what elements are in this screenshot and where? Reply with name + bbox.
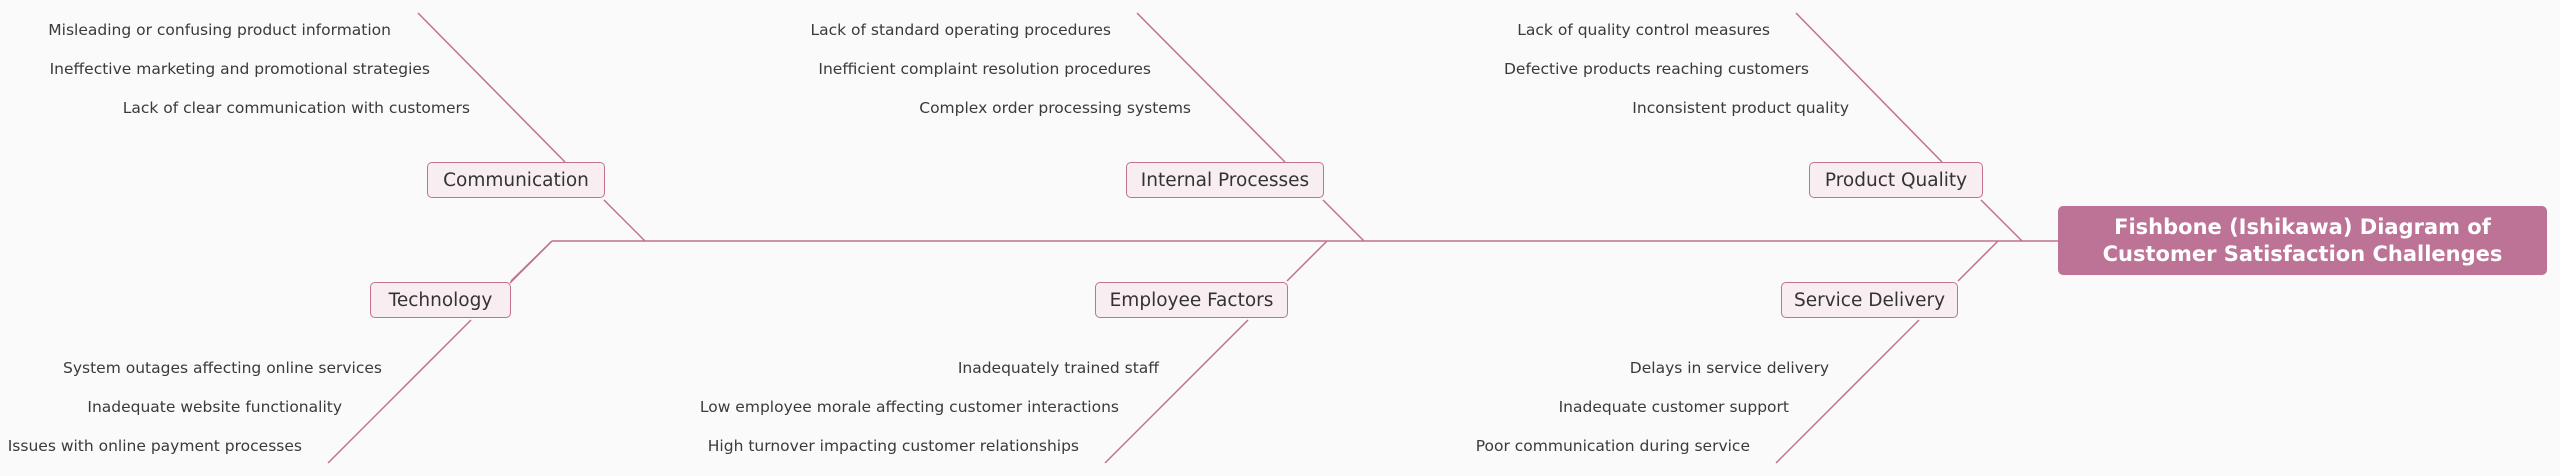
cause-technology-1: System outages affecting online services bbox=[63, 359, 382, 377]
bone-product-quality-upper bbox=[1795, 12, 1943, 163]
bone-employee-factors-lower bbox=[1104, 319, 1249, 464]
cause-communication-3: Lack of clear communication with custome… bbox=[122, 99, 470, 117]
cause-service-delivery-1: Delays in service delivery bbox=[1629, 359, 1829, 377]
cause-product-quality-1: Lack of quality control measures bbox=[1517, 21, 1770, 39]
cause-product-quality-3: Inconsistent product quality bbox=[1632, 99, 1849, 117]
cause-communication-1: Misleading or confusing product informat… bbox=[48, 21, 391, 39]
category-technology: Technology bbox=[370, 282, 511, 318]
diagram-head-problem: Fishbone (Ishikawa) Diagram of Customer … bbox=[2058, 206, 2547, 275]
bone-communication-upper bbox=[417, 12, 566, 163]
cause-communication-2: Ineffective marketing and promotional st… bbox=[49, 60, 430, 78]
bone-service-delivery-lower bbox=[1775, 319, 1920, 464]
bone-employee-factors-upper bbox=[1286, 240, 1328, 282]
bone-service-delivery-upper bbox=[1957, 240, 1999, 282]
cause-technology-3: Issues with online payment processes bbox=[7, 437, 302, 455]
cause-internal-processes-1: Lack of standard operating procedures bbox=[810, 21, 1111, 39]
cause-service-delivery-3: Poor communication during service bbox=[1475, 437, 1750, 455]
category-employee-factors: Employee Factors bbox=[1095, 282, 1288, 318]
cause-employee-factors-1: Inadequately trained staff bbox=[957, 359, 1159, 377]
cause-employee-factors-2: Low employee morale affecting customer i… bbox=[699, 398, 1119, 416]
category-communication: Communication bbox=[427, 162, 605, 198]
cause-internal-processes-3: Complex order processing systems bbox=[919, 99, 1191, 117]
category-internal-processes: Internal Processes bbox=[1126, 162, 1324, 198]
bone-internal-processes-upper bbox=[1136, 12, 1286, 163]
cause-internal-processes-2: Inefficient complaint resolution procedu… bbox=[818, 60, 1151, 78]
bone-product-quality-lower bbox=[1980, 199, 2023, 242]
category-product-quality: Product Quality bbox=[1809, 162, 1983, 198]
cause-service-delivery-2: Inadequate customer support bbox=[1558, 398, 1789, 416]
cause-technology-2: Inadequate website functionality bbox=[87, 398, 342, 416]
bone-internal-processes-lower bbox=[1322, 199, 1365, 242]
category-service-delivery: Service Delivery bbox=[1781, 282, 1958, 318]
bone-technology-lower bbox=[327, 319, 472, 464]
cause-employee-factors-3: High turnover impacting customer relatio… bbox=[707, 437, 1079, 455]
bone-technology-upper bbox=[510, 240, 553, 282]
bone-communication-lower bbox=[603, 199, 646, 242]
cause-product-quality-2: Defective products reaching customers bbox=[1504, 60, 1809, 78]
